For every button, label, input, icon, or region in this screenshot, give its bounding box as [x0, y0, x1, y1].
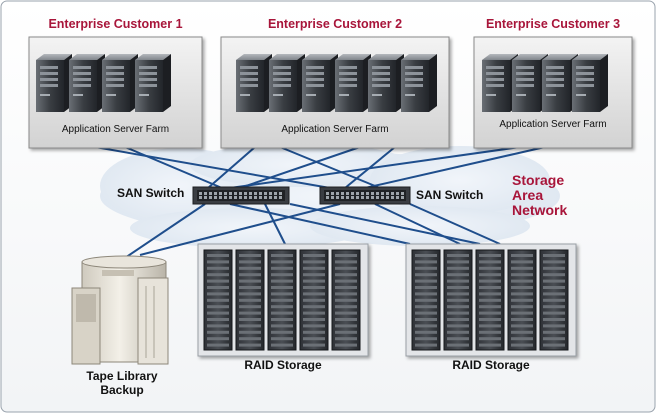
san-title-line-2: Area [512, 187, 544, 203]
server-farms [36, 54, 608, 112]
server-tower-icon [572, 54, 608, 112]
server-tower-icon [102, 54, 138, 112]
customer-1-title: Enterprise Customer 1 [48, 17, 183, 31]
san-switch-icon [319, 186, 411, 205]
server-tower-icon [236, 54, 272, 112]
server-tower-icon [542, 54, 578, 112]
tape-library-label-line-2: Backup [100, 383, 144, 397]
customer-3-farm-label: Application Server Farm [499, 119, 607, 130]
customer-1-farm-label: Application Server Farm [61, 124, 170, 135]
server-tower-icon [302, 54, 338, 112]
customer-2-farm-label: Application Server Farm [281, 124, 389, 135]
server-tower-icon [401, 54, 437, 112]
tape-library-icon [71, 255, 169, 365]
server-tower-icon [36, 54, 72, 112]
server-tower-icon [335, 54, 371, 112]
customer-3-title: Enterprise Customer 3 [485, 17, 621, 31]
server-tower-icon [69, 54, 105, 112]
tape-library-label-line-1: Tape Library [86, 369, 158, 383]
san-switch-icon [192, 186, 290, 205]
san-switch-2-label: SAN Switch [416, 188, 484, 202]
raid-rack-icon [197, 243, 369, 357]
server-tower-icon [368, 54, 404, 112]
san-title-line-1: Storage [512, 172, 565, 188]
raid-storage-2-label: RAID Storage [452, 358, 530, 372]
raid-storage-1-label: RAID Storage [244, 358, 322, 372]
san-switch-1-label: SAN Switch [117, 186, 185, 200]
san-title-line-3: Network [512, 202, 568, 218]
raid-rack-icon [405, 243, 577, 357]
server-tower-icon [135, 54, 171, 112]
server-tower-icon [269, 54, 305, 112]
customer-2-title: Enterprise Customer 2 [267, 17, 403, 31]
